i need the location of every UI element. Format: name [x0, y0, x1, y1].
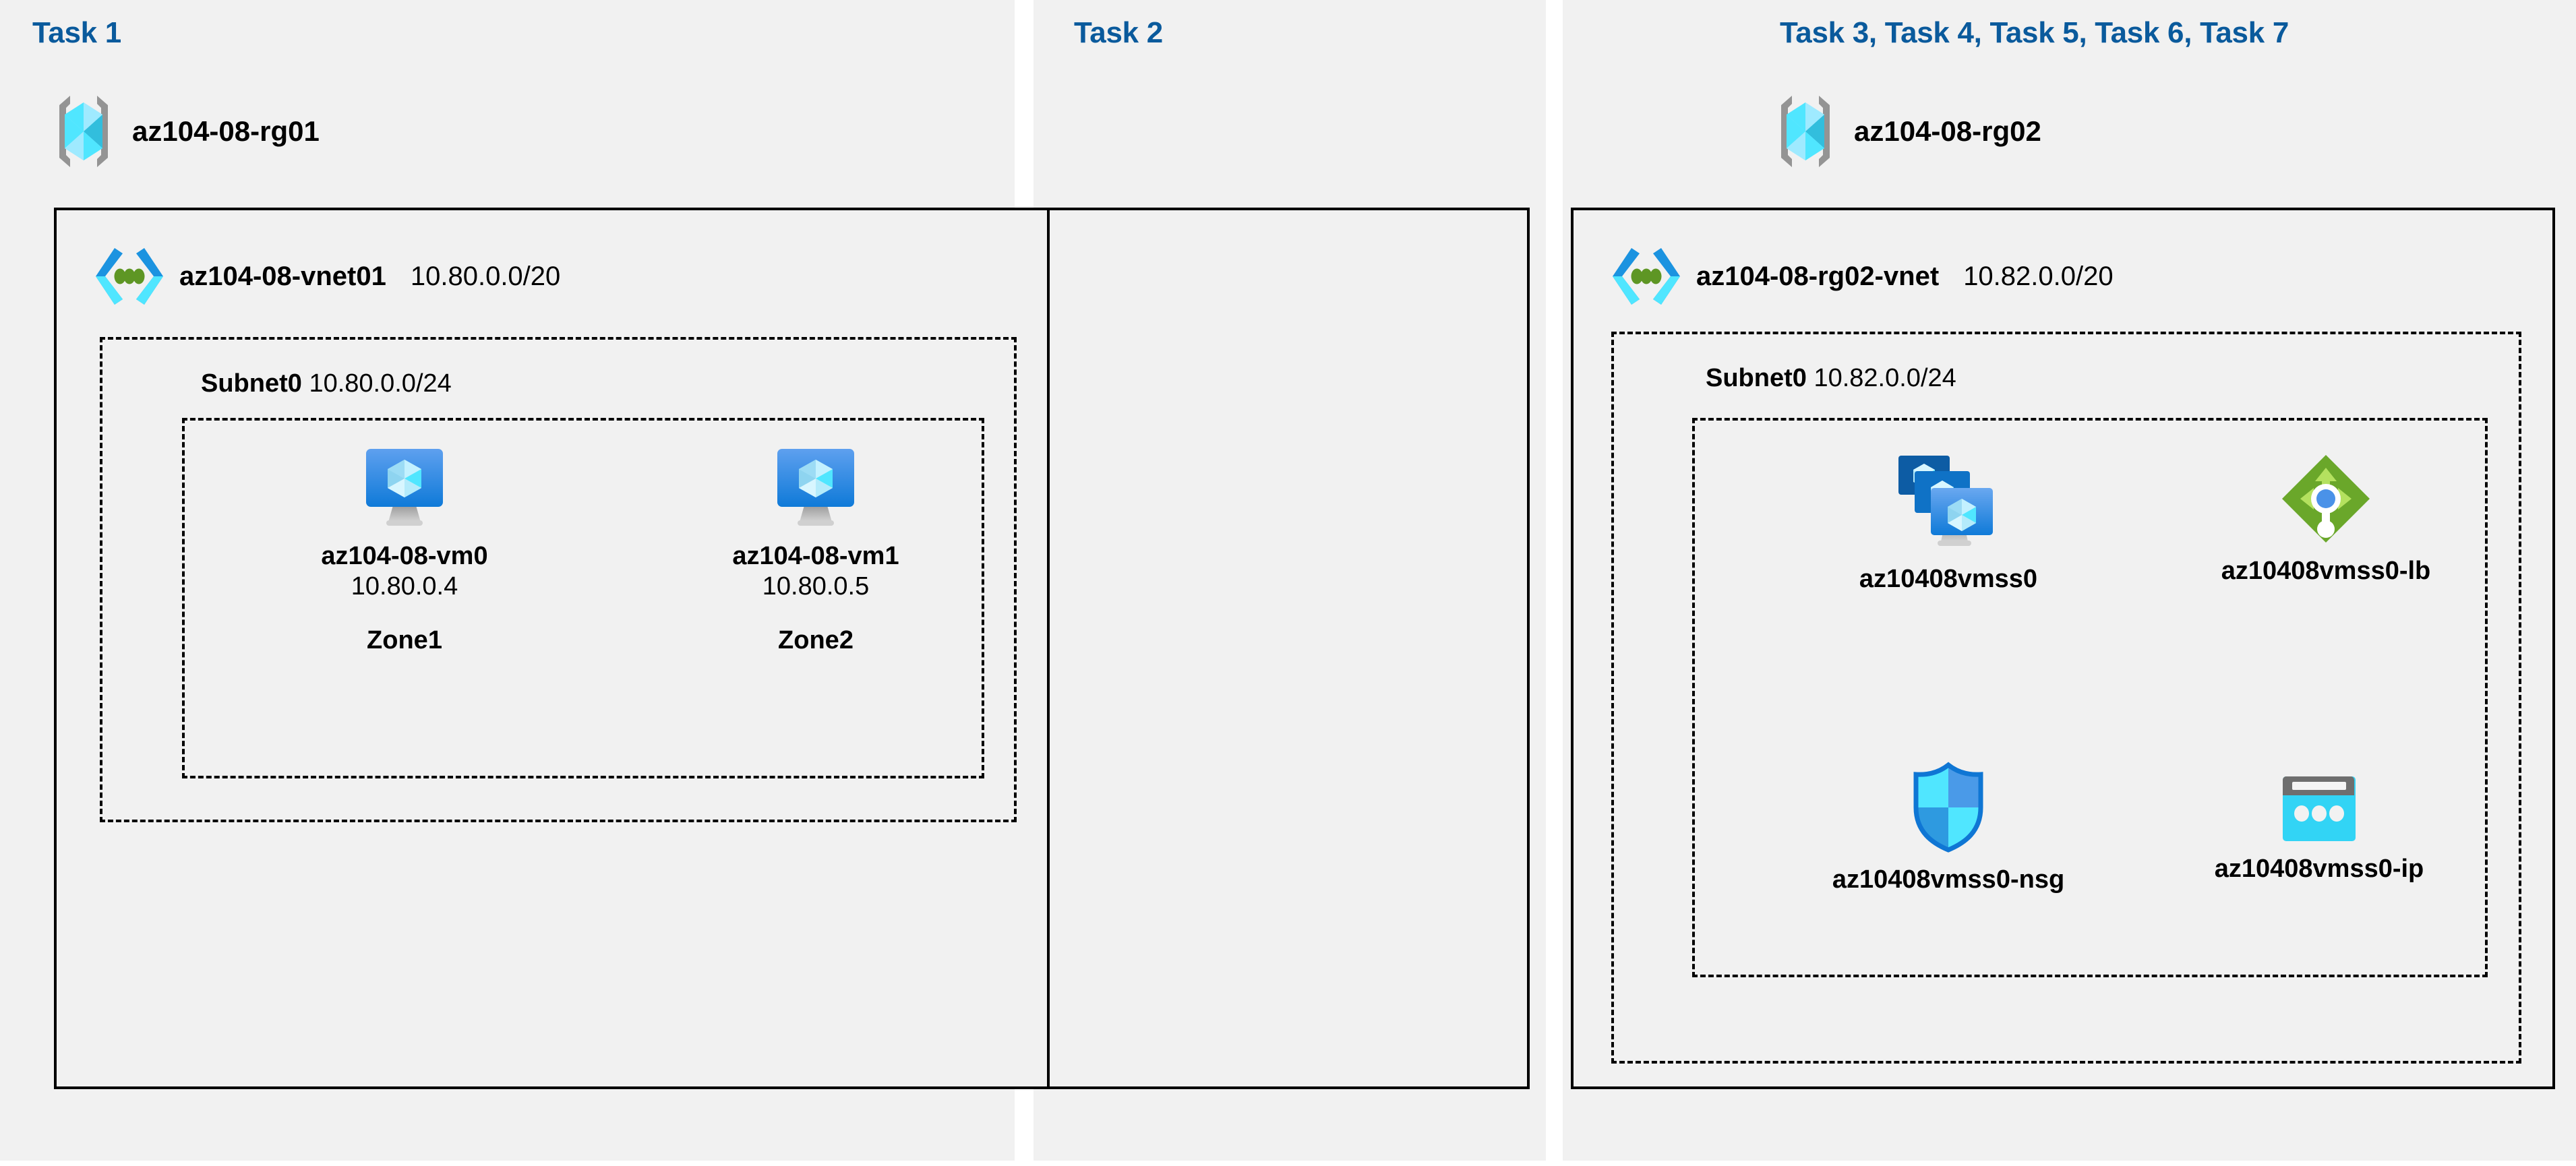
resource-node-nsg[interactable]: az10408vmss0-nsg: [1766, 762, 2130, 895]
vnet-header-vnet01: az104-08-vnet01 10.80.0.0/20: [94, 244, 560, 309]
vm-zone: Zone1: [367, 626, 442, 655]
vmss-name: az10408vmss0: [1859, 565, 2038, 593]
vnet-boundary-rg02vnet: [1571, 208, 2555, 1089]
vnet-header-rg02vnet: az104-08-rg02-vnet 10.82.0.0/20: [1611, 244, 2114, 309]
subnet-cidr: 10.82.0.0/24: [1814, 364, 1956, 392]
vnet-cidr: 10.82.0.0/20: [1963, 261, 2114, 291]
public-ip-address-icon: [2281, 775, 2357, 842]
vm-ip: 10.80.0.4: [351, 572, 458, 601]
task-label-1: Task 1: [32, 16, 121, 49]
virtual-network-icon: [94, 244, 164, 309]
resource-group-name: az104-08-rg02: [1854, 115, 2041, 147]
subnet-label-2: Subnet0 10.82.0.0/24: [1706, 364, 1956, 393]
resource-group-icon: [1774, 92, 1836, 171]
subnet-cidr: 10.80.0.0/24: [309, 369, 452, 398]
vm-ip: 10.80.0.5: [762, 572, 870, 601]
subnet-inner-boundary-vnet01: [182, 418, 984, 778]
subnet-inner-boundary-rg02vnet: [1692, 418, 2488, 977]
task2-boundary: [1047, 208, 1530, 1089]
vm-scale-set-icon: [1896, 453, 2001, 553]
task-label-3: Task 3, Task 4, Task 5, Task 6, Task 7: [1780, 16, 2289, 49]
network-security-group-icon: [1908, 762, 1989, 853]
vm-zone: Zone2: [778, 626, 853, 655]
vm-name: az104-08-vm1: [732, 542, 899, 570]
resource-node-load-balancer[interactable]: az10408vmss0-lb: [2157, 453, 2494, 586]
subnet-label-1: Subnet0 10.80.0.0/24: [201, 369, 452, 398]
subnet-name: Subnet0: [201, 369, 302, 398]
task-label-2: Task 2: [1074, 16, 1163, 49]
subnet-boundary-rg02vnet: [1611, 332, 2521, 1064]
resource-node-vm1[interactable]: az104-08-vm1 10.80.0.5 Zone2: [674, 446, 957, 655]
load-balancer-icon: [2280, 453, 2372, 545]
vnet-cidr: 10.80.0.0/20: [410, 261, 561, 291]
resource-group-header-rg02: az104-08-rg02: [1774, 92, 2041, 171]
virtual-machine-icon: [361, 446, 448, 530]
vnet-name: az104-08-vnet01: [179, 261, 386, 291]
subnet-boundary-vnet01: [100, 337, 1017, 822]
nsg-name: az10408vmss0-nsg: [1832, 865, 2065, 894]
public-ip-name: az10408vmss0-ip: [2214, 855, 2424, 883]
resource-node-public-ip[interactable]: az10408vmss0-ip: [2151, 775, 2488, 884]
resource-node-vmss[interactable]: az10408vmss0: [1760, 453, 2137, 594]
resource-group-icon: [53, 92, 115, 171]
subnet-name: Subnet0: [1706, 364, 1807, 392]
vm-name: az104-08-vm0: [321, 542, 488, 570]
resource-node-vm0[interactable]: az104-08-vm0 10.80.0.4 Zone1: [263, 446, 546, 655]
load-balancer-name: az10408vmss0-lb: [2221, 557, 2431, 585]
resource-group-header-rg01: az104-08-rg01: [53, 92, 320, 171]
virtual-network-icon: [1611, 244, 1681, 309]
resource-group-name: az104-08-rg01: [132, 115, 320, 147]
virtual-machine-icon: [772, 446, 860, 530]
vnet-name: az104-08-rg02-vnet: [1696, 261, 1940, 291]
